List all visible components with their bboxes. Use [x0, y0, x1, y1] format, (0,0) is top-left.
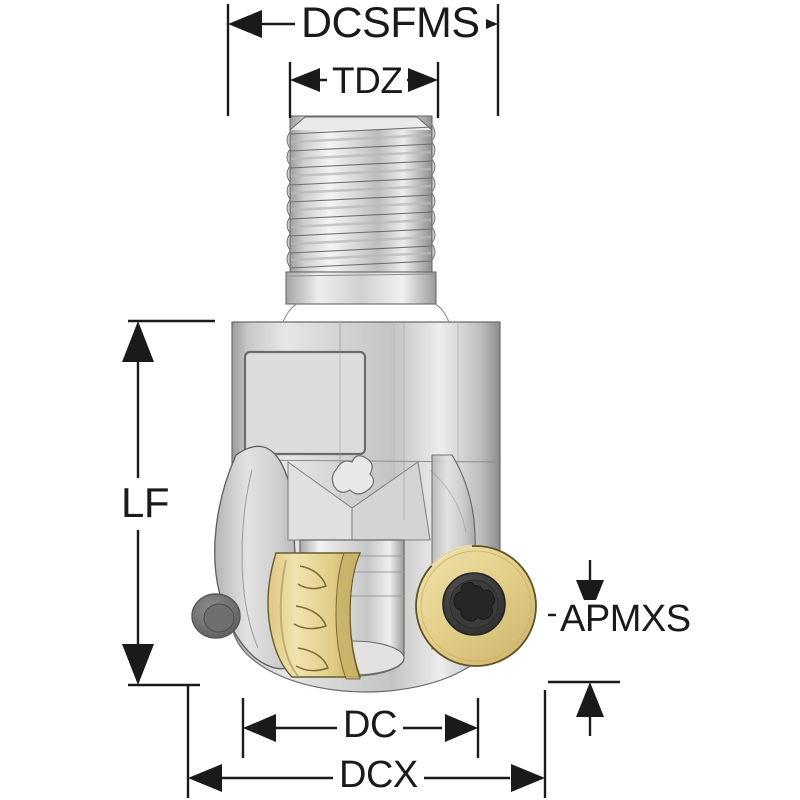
clamping-screw — [442, 572, 506, 636]
insert-left — [267, 552, 362, 680]
insert-right — [415, 544, 537, 667]
dimension-label-dc: DC — [337, 706, 403, 744]
threaded-shank — [285, 115, 437, 305]
dimension-dc — [241, 698, 480, 758]
hidden-edges — [339, 322, 467, 533]
dimension-label-dcx: DCX — [333, 756, 424, 794]
dimension-dcx — [186, 686, 547, 798]
dimension-label-dcsfms: DCSFMS — [295, 2, 486, 45]
dimension-label-tdz: TDZ — [327, 62, 408, 99]
dimension-label-apmxs: APMXS — [556, 600, 695, 638]
torx-socket-icon — [453, 581, 496, 622]
dimension-apmxs — [548, 560, 620, 736]
dimension-lf — [122, 319, 215, 687]
dimension-label-lf: LF — [116, 480, 175, 526]
pocket-face — [243, 350, 367, 456]
